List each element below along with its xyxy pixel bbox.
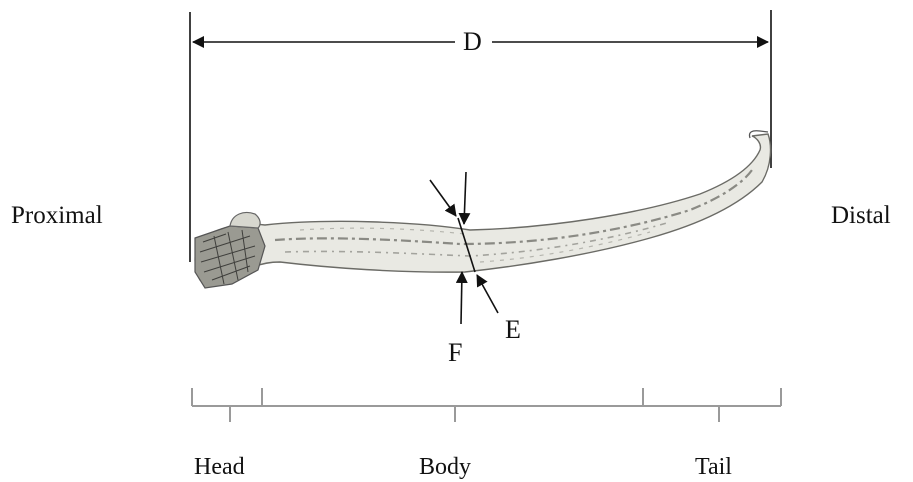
arrow-e-top	[430, 180, 456, 216]
region-label-tail: Tail	[695, 455, 732, 479]
region-scale	[192, 388, 781, 422]
arrow-f-bottom	[461, 272, 462, 324]
arrow-e-bottom	[477, 275, 498, 313]
region-label-body: Body	[419, 455, 471, 479]
region-label-head: Head	[194, 455, 245, 479]
label-f: F	[448, 340, 462, 366]
arrow-f-top	[464, 172, 466, 224]
label-proximal: Proximal	[11, 203, 103, 228]
label-e: E	[505, 317, 521, 343]
label-d: D	[463, 29, 482, 55]
bone-illustration	[195, 131, 770, 288]
label-distal: Distal	[831, 203, 891, 228]
